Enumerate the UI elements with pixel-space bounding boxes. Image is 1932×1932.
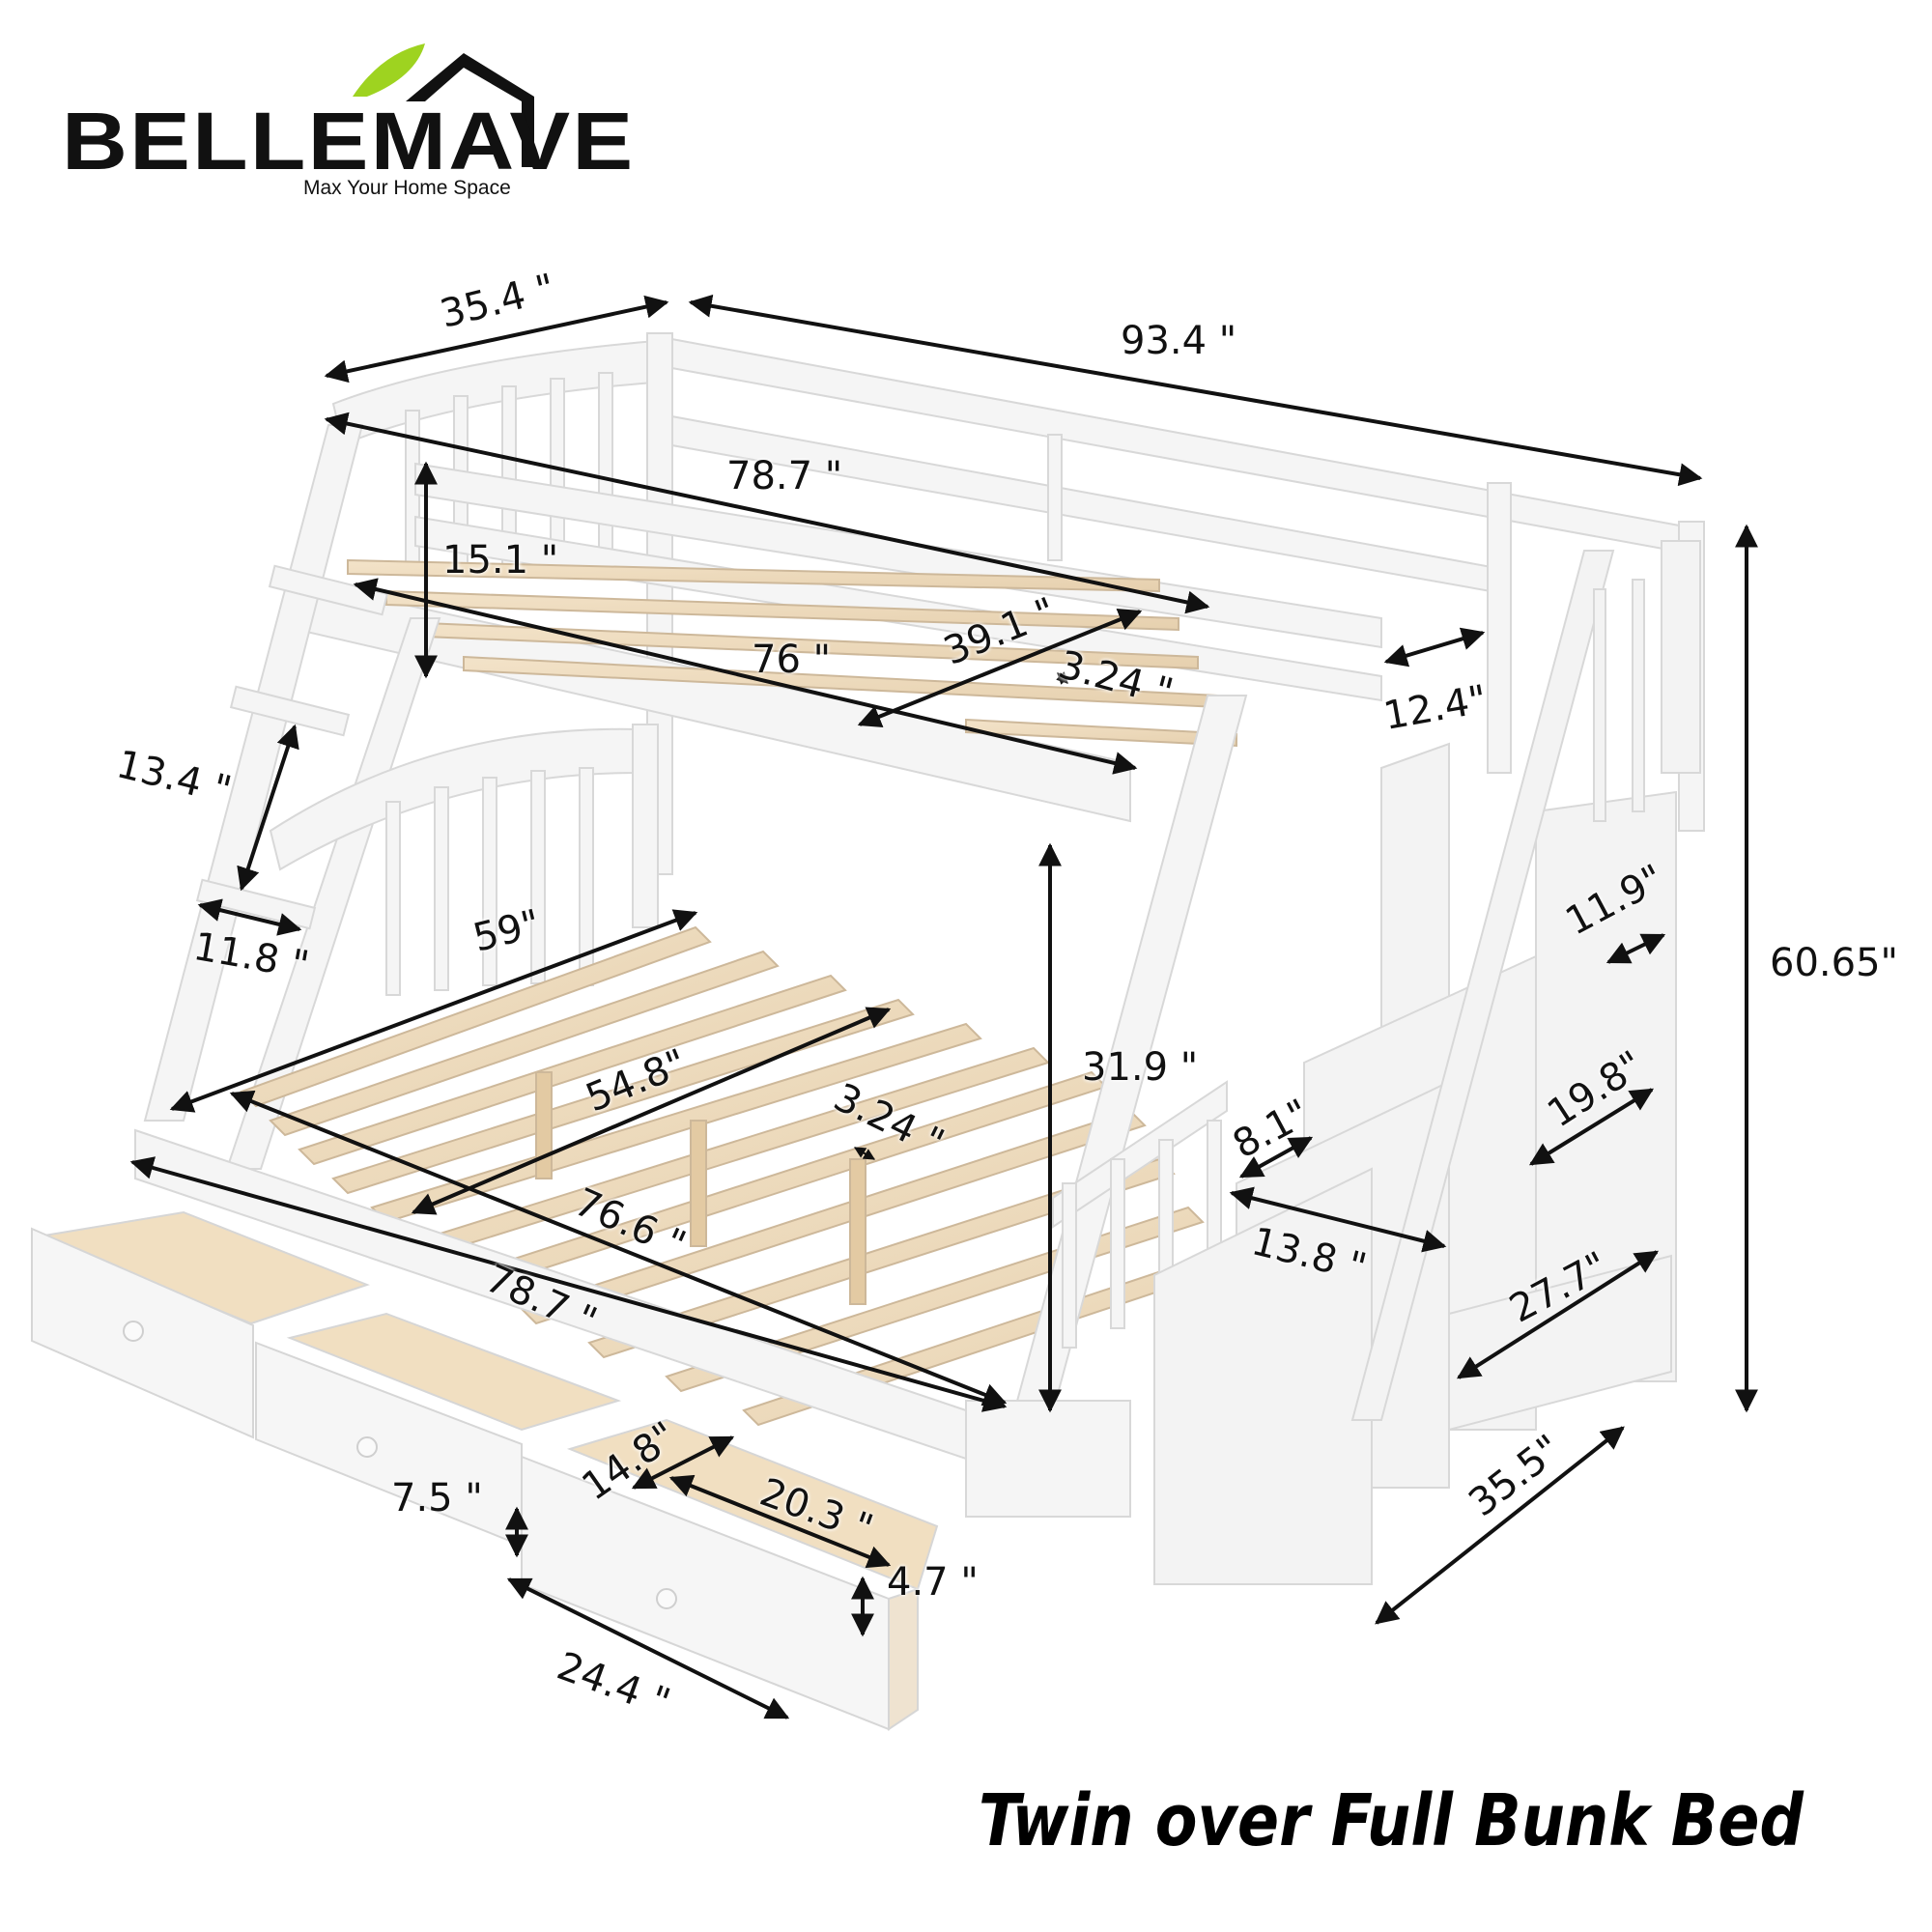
dim-drawer-height: 7.5 ": [391, 1476, 483, 1520]
logo-mark: [353, 43, 534, 167]
dim-overall-height: 60.65": [1770, 941, 1898, 985]
brand-tagline: Max Your Home Space: [303, 177, 511, 199]
upper-bunk: [289, 332, 1705, 875]
dim-overall-length: 93.4 ": [1121, 319, 1237, 363]
dimension-arrows: [129, 294, 1758, 1719]
dim-drawer-inner-height: 4.7 ": [887, 1560, 979, 1605]
logo-leaf-icon: [353, 43, 425, 97]
dim-top-guardrail-height: 15.1 ": [442, 538, 559, 582]
product-title: Twin over Full Bunk Bed: [979, 1779, 1804, 1862]
brand-name: BELLEMAVE: [62, 96, 636, 186]
dim-top-bunk-length: 78.7 ": [726, 454, 843, 498]
dim-top-slat-span: 76 ": [752, 638, 832, 682]
logo-roof-icon: [406, 53, 534, 167]
dim-lower-clearance: 31.9 ": [1082, 1045, 1199, 1090]
